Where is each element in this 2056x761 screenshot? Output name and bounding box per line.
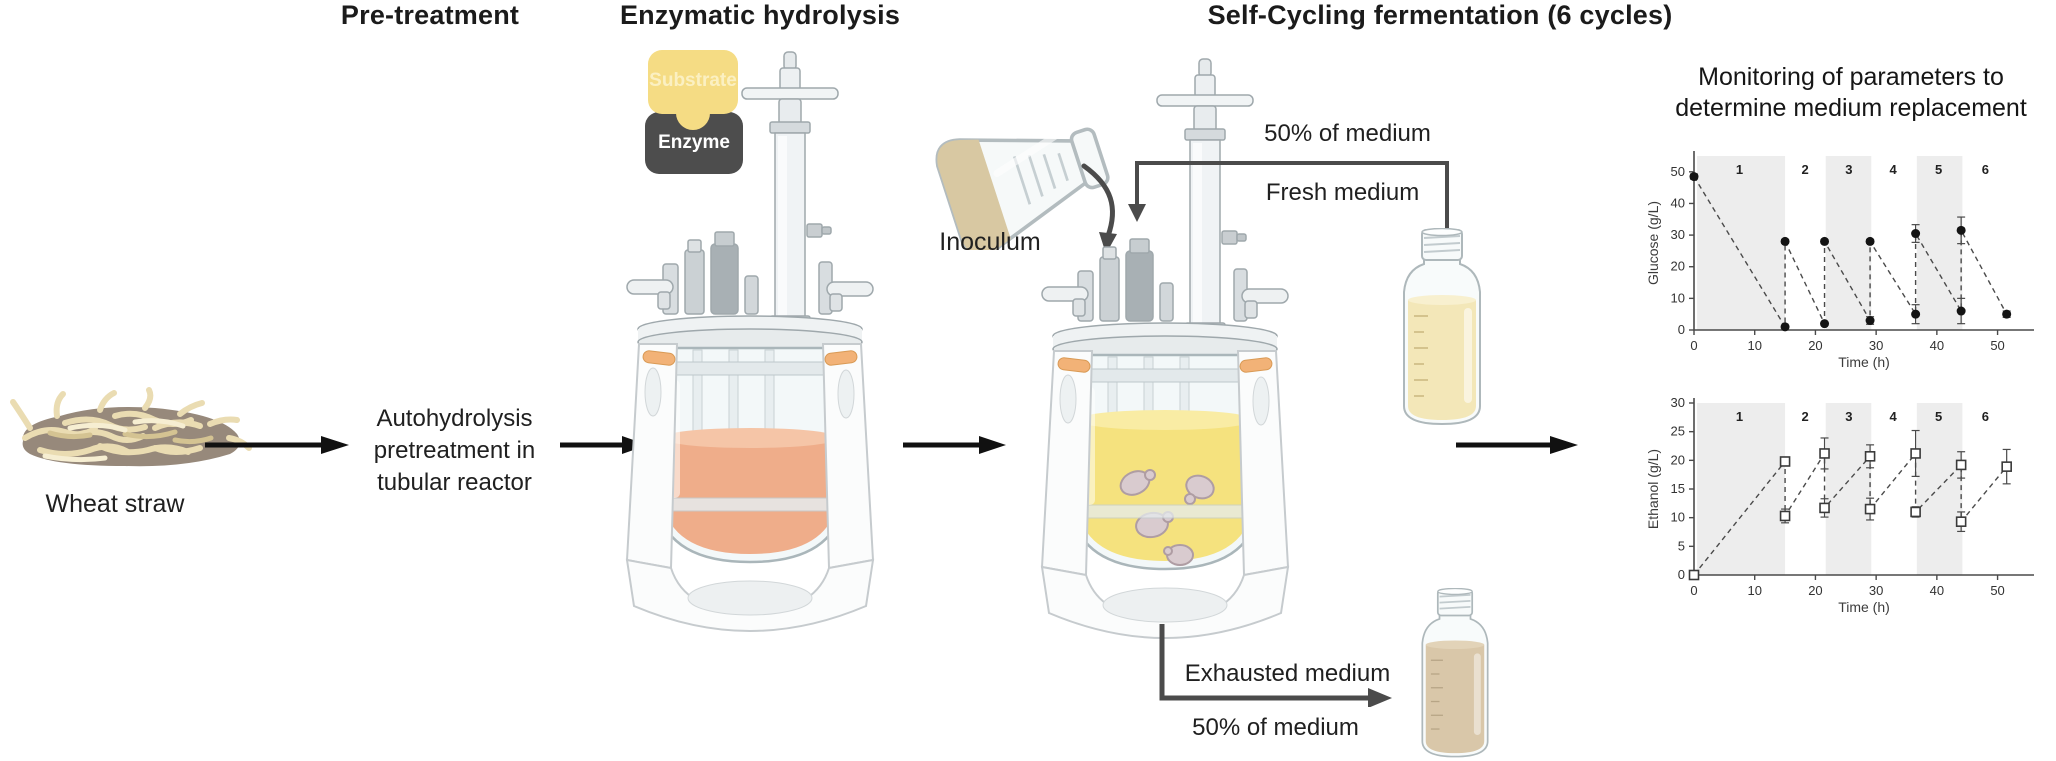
autohydrolysis-note: Autohydrolysis pretreatment in tubular r… [352,403,557,499]
svg-text:10: 10 [1747,338,1761,353]
bioreactor-fermentation [1040,58,1290,640]
svg-text:10: 10 [1671,510,1685,525]
svg-text:40: 40 [1671,195,1685,210]
svg-text:5: 5 [1935,409,1942,424]
bioreactor-hydrolysis [625,51,875,633]
svg-text:Glucose (g/L): Glucose (g/L) [1645,201,1661,285]
svg-text:10: 10 [1671,290,1685,305]
fresh-medium-bottle [1403,228,1481,426]
monitoring-title-line2: determine medium replacement [1675,94,2027,122]
svg-text:1: 1 [1736,409,1743,424]
fresh-medium-label: Fresh medium [1265,179,1420,206]
exhausted-percent-label: 50% of medium [1192,714,1359,741]
svg-text:4: 4 [1890,409,1898,424]
svg-text:2: 2 [1801,162,1808,177]
flow-arrow-1 [205,436,349,454]
svg-text:50: 50 [1990,583,2004,598]
fresh-percent-label: 50% of medium [1264,120,1431,147]
svg-text:20: 20 [1671,452,1685,467]
autohydrolysis-line2: pretreatment in [373,437,536,464]
svg-text:3: 3 [1845,162,1852,177]
header-self-cycling-fermentation: Self-Cycling fermentation (6 cycles) [1207,0,1673,30]
svg-text:4: 4 [1890,162,1898,177]
enzyme-label: Enzyme [658,132,730,153]
svg-text:30: 30 [1671,227,1685,242]
wheat-straw-label: Wheat straw [45,490,185,518]
svg-text:5: 5 [1935,162,1942,177]
substrate-label: Substrate [649,70,737,91]
svg-text:0: 0 [1690,338,1697,353]
svg-text:Time (h): Time (h) [1838,599,1890,615]
flow-arrow-4 [1456,436,1578,454]
exhausted-medium-arrow [1159,624,1392,707]
fresh-medium-arrow [1128,161,1449,228]
svg-text:40: 40 [1930,338,1944,353]
svg-text:20: 20 [1808,583,1822,598]
exhausted-medium-label: Exhausted medium [1184,660,1391,687]
svg-text:30: 30 [1671,395,1685,410]
svg-text:0: 0 [1678,567,1685,582]
monitoring-title: Monitoring of parameters to determine me… [1650,62,2052,124]
svg-text:Time (h): Time (h) [1838,354,1890,370]
svg-text:50: 50 [1671,164,1685,179]
svg-text:0: 0 [1678,322,1685,337]
monitoring-title-line1: Monitoring of parameters to [1698,63,2004,91]
svg-text:50: 50 [1990,338,2004,353]
inoculum-pour-arrow [1081,163,1117,254]
svg-text:20: 20 [1671,259,1685,274]
svg-text:6: 6 [1982,162,1989,177]
flow-arrow-3 [903,436,1006,454]
svg-text:0: 0 [1690,583,1697,598]
svg-text:Ethanol (g/L): Ethanol (g/L) [1645,449,1661,529]
wheat-straw-illustration [10,387,252,467]
svg-text:10: 10 [1747,583,1761,598]
svg-text:1: 1 [1736,162,1743,177]
yeast-cells [1119,469,1215,566]
autohydrolysis-line3: tubular reactor [377,469,532,496]
svg-text:5: 5 [1678,538,1685,553]
svg-text:6: 6 [1982,409,1989,424]
svg-text:15: 15 [1671,481,1685,496]
header-pretreatment: Pre-treatment [340,0,520,30]
inoculum-label: Inoculum [939,228,1041,256]
header-enzymatic-hydrolysis: Enzymatic hydrolysis [619,0,901,30]
substrate-puzzle-piece: Substrate [648,50,738,114]
exhausted-medium-bottle [1421,588,1489,758]
svg-text:25: 25 [1671,424,1685,439]
svg-text:30: 30 [1869,583,1883,598]
svg-text:2: 2 [1801,409,1808,424]
svg-text:40: 40 [1930,583,1944,598]
svg-text:20: 20 [1808,338,1822,353]
svg-text:30: 30 [1869,338,1883,353]
inoculum-flask [935,127,1110,250]
autohydrolysis-line1: Autohydrolysis [376,405,533,432]
svg-text:3: 3 [1845,409,1852,424]
